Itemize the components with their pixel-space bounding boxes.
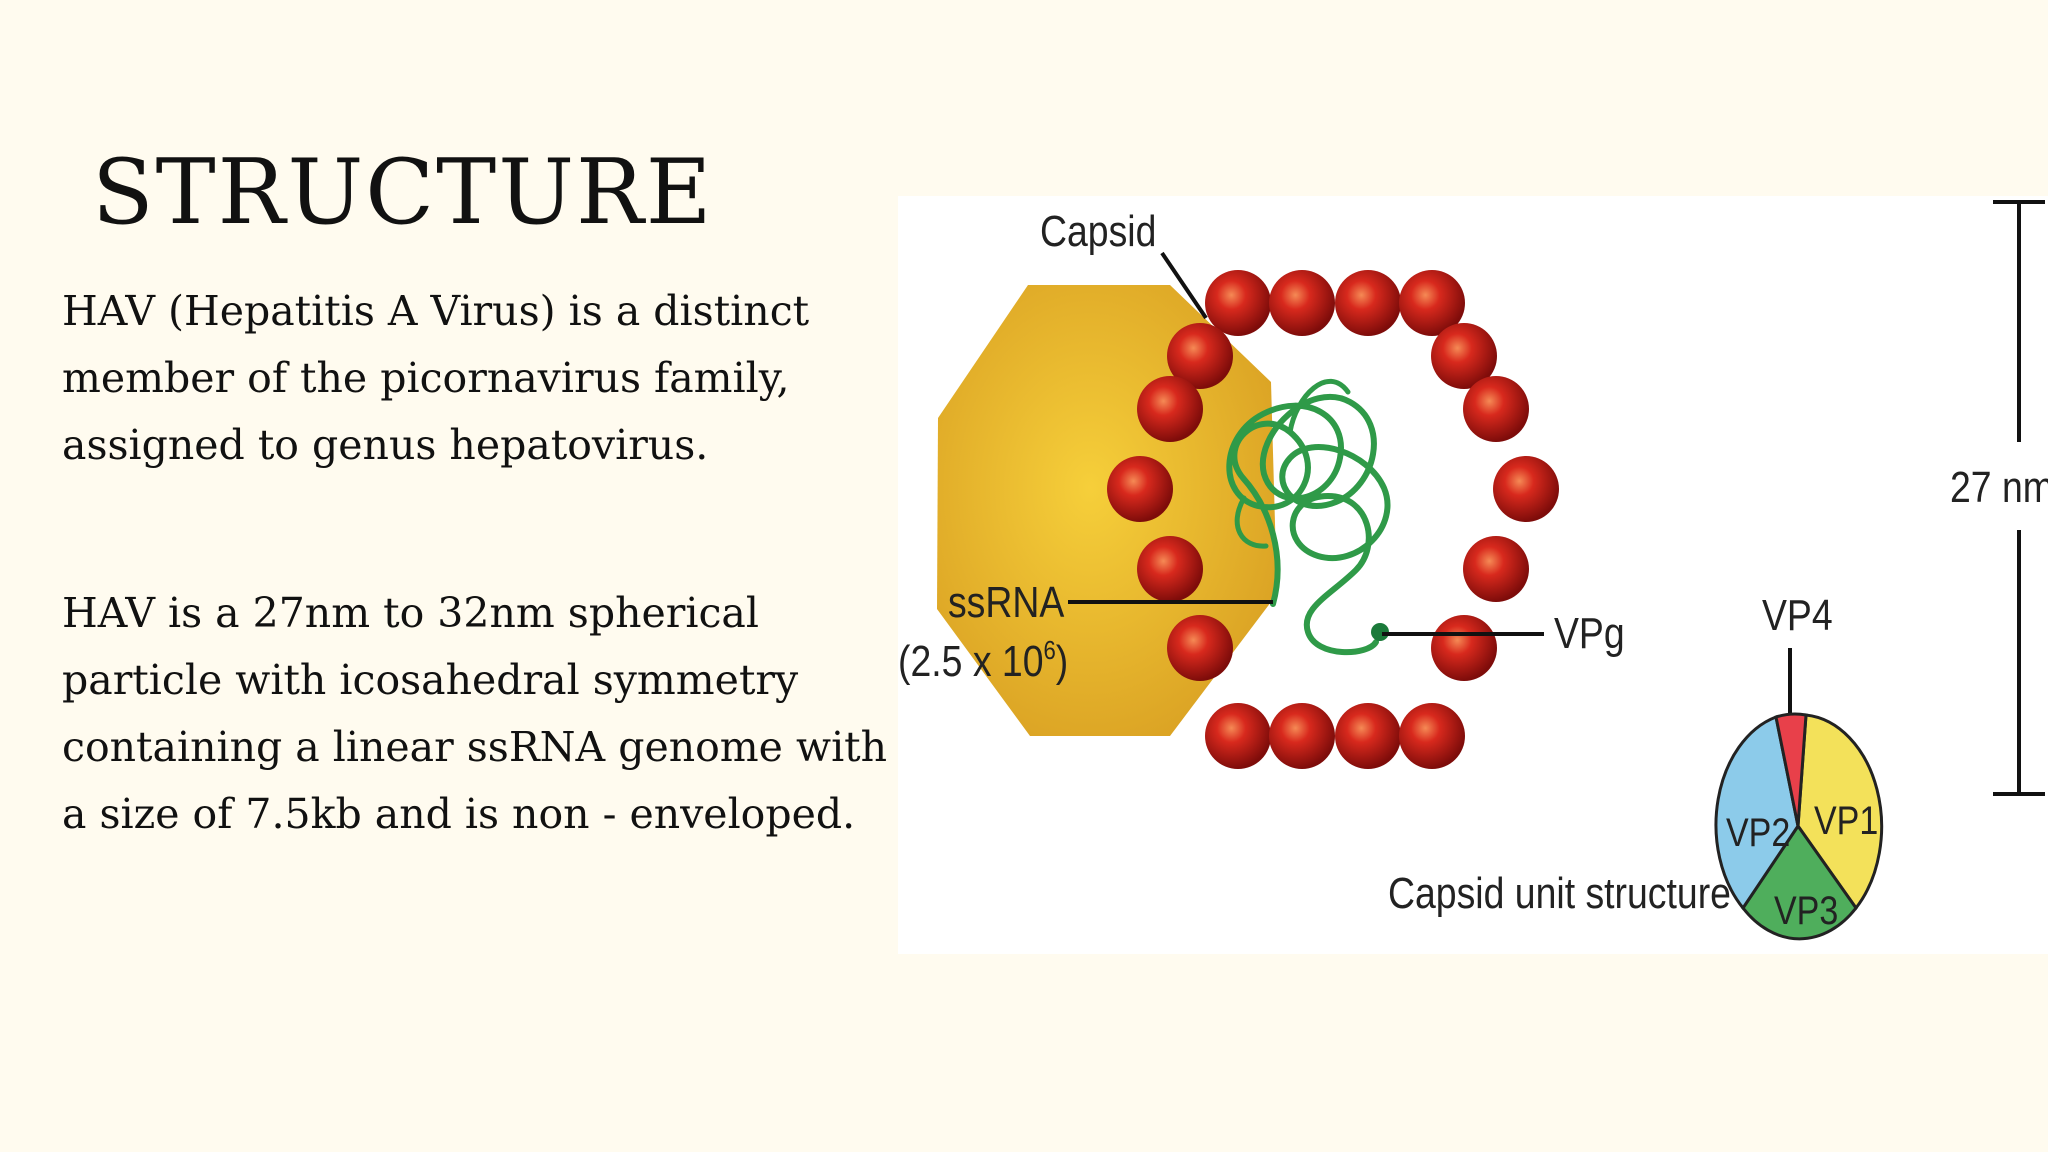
- capsomere: [1463, 376, 1529, 442]
- vp4-slice: [1774, 712, 1808, 827]
- capsomere: [1269, 270, 1335, 336]
- capsomere: [1269, 703, 1335, 769]
- capsomere: [1167, 615, 1233, 681]
- capsid-label: Capsid: [1040, 206, 1156, 256]
- capsomere: [1431, 615, 1497, 681]
- capsid-unit-pie: [1714, 712, 1884, 941]
- capsid-shell: [1107, 270, 1559, 769]
- capsomere: [1463, 536, 1529, 602]
- capsomere: [1399, 270, 1465, 336]
- vp3-label: VP3: [1774, 887, 1838, 932]
- capsomere: [1493, 456, 1559, 522]
- description-paragraph: HAV is a 27nm to 32nm spherical particle…: [62, 589, 888, 838]
- size-label: 27 nm: [1950, 462, 2048, 512]
- ssrna-label: ssRNA: [948, 577, 1065, 627]
- capsomere: [1167, 323, 1233, 389]
- capsomere: [1205, 270, 1271, 336]
- slide-title: STRUCTURE: [92, 140, 714, 245]
- capsomere: [1205, 703, 1271, 769]
- capsomere: [1399, 703, 1465, 769]
- vp3-slice: [1741, 823, 1858, 941]
- hav-structure-diagram: Capsid ssRNA (2.5 x 106) VPg VP4 27 nm C…: [898, 196, 2048, 954]
- capsomere: [1107, 456, 1173, 522]
- vp4-label: VP4: [1762, 590, 1833, 640]
- vp1-label: VP1: [1814, 797, 1878, 842]
- capsomere: [1335, 703, 1401, 769]
- capsid-unit-label: Capsid unit structure: [1388, 868, 1731, 918]
- vp2-label: VP2: [1726, 809, 1790, 854]
- vpg-label: VPg: [1554, 608, 1625, 658]
- intro-paragraph: HAV (Hepatitis A Virus) is a distinct me…: [62, 287, 810, 469]
- vpg-protein: [1371, 623, 1389, 641]
- vp1-slice: [1796, 713, 1884, 911]
- capsomere: [1137, 376, 1203, 442]
- rna-strand: [1226, 378, 1391, 656]
- diagram-canvas: Capsid ssRNA (2.5 x 106) VPg VP4 27 nm C…: [898, 200, 2048, 941]
- capsomere: [1335, 270, 1401, 336]
- capsomere: [1431, 323, 1497, 389]
- leader-lines: [1068, 251, 1792, 714]
- ssrna-size-label: (2.5 x 106): [898, 636, 1068, 686]
- capsomere: [1137, 536, 1203, 602]
- scale-bar: [1993, 200, 2045, 796]
- vp2-slice: [1714, 714, 1800, 911]
